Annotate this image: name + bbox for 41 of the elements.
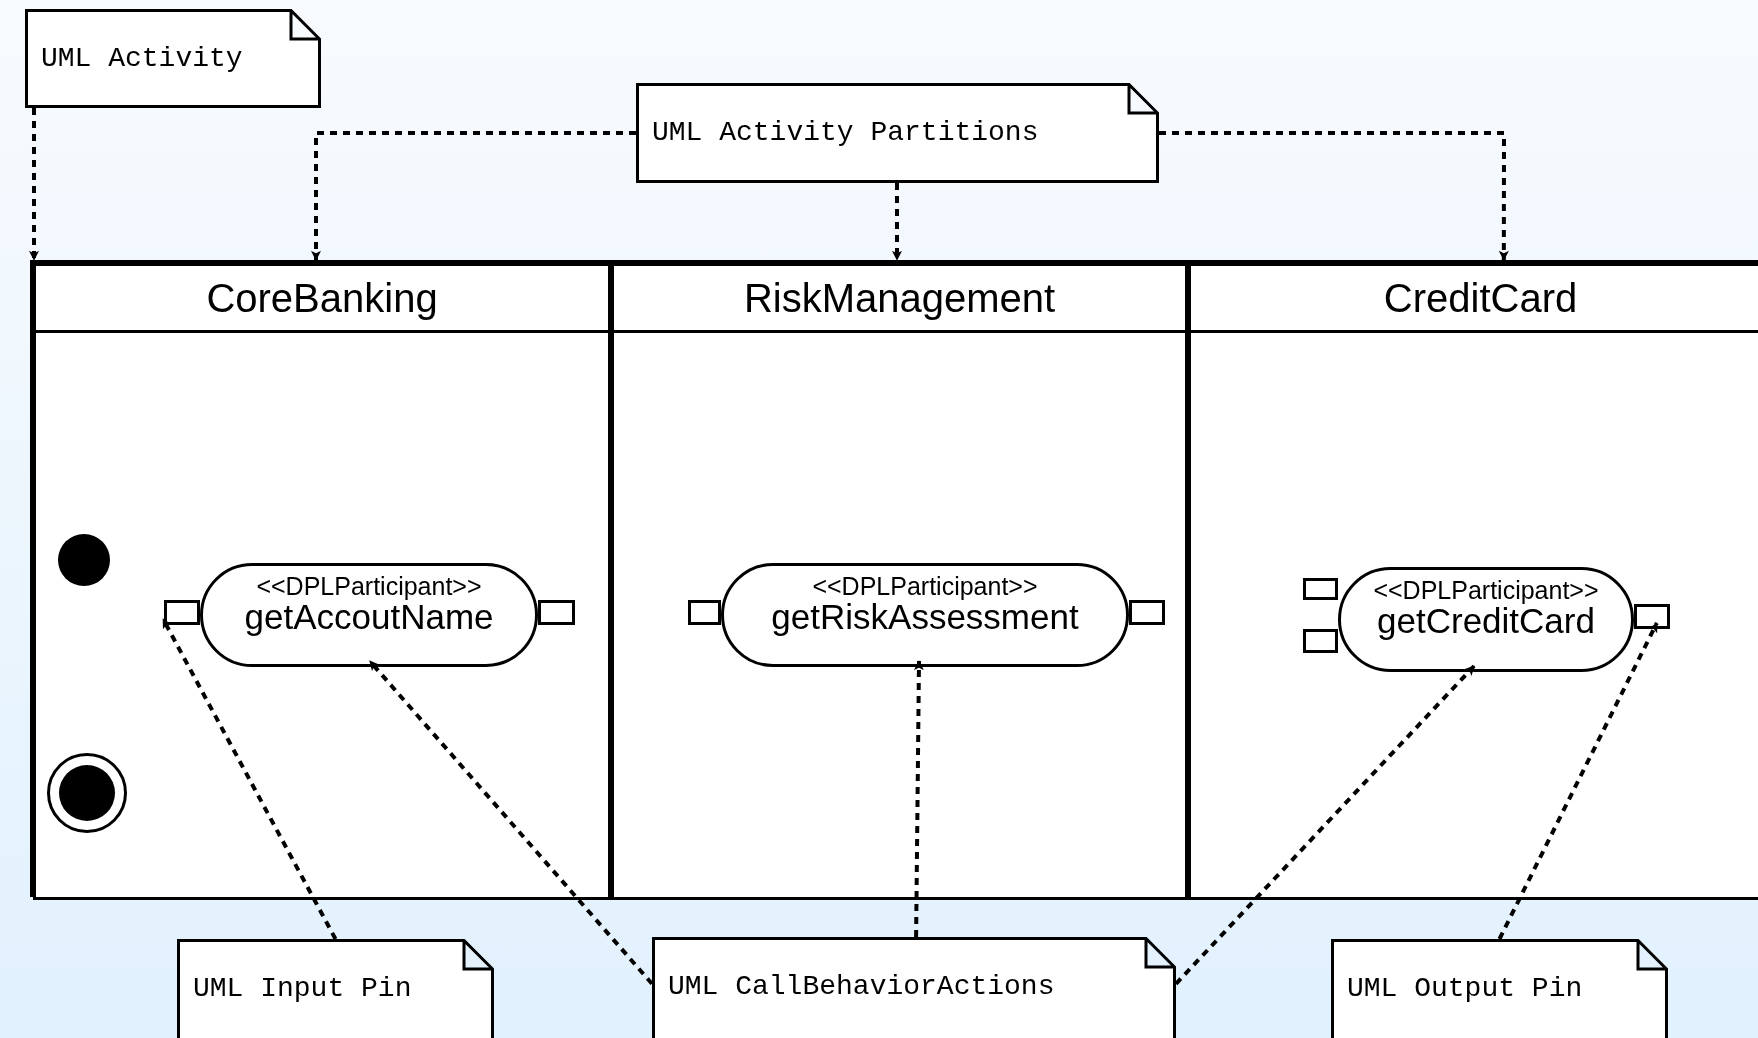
dashed-arrow [1497,622,1659,940]
dashed-arrow [161,618,338,940]
pin-square [1129,600,1165,625]
pin-square [1303,578,1338,600]
swimlane-title: CreditCard [1383,275,1578,322]
activity-frame [30,260,1758,897]
pin-square [164,600,200,625]
pin-square [1303,629,1338,653]
stereotype-text: <<DPLParticipant>> [812,574,1038,599]
action-name: getRiskAssessment [771,599,1079,634]
dashed-arrow [29,108,39,261]
action-name: getCreditCard [1377,603,1595,638]
swimlane [33,263,611,900]
note-text: UML CallBehaviorActions [668,970,1055,1004]
note [177,939,494,1038]
swimlane-title: RiskManagement [743,275,1056,322]
note [636,83,1159,183]
action-name: getAccoutName [244,599,494,634]
note [25,9,321,108]
initial-node [58,534,110,586]
stereotype-text: <<DPLParticipant>> [1373,578,1599,603]
note [652,937,1176,1038]
note-text: UML Activity [41,42,243,76]
dashed-arrow [1174,664,1476,986]
pin-square [1634,604,1670,629]
note [1331,939,1668,1038]
note-text: UML Output Pin [1347,972,1583,1006]
dashed-arrow [311,131,636,261]
dashed-arrow [368,659,654,986]
dashed-arrow [1159,131,1509,261]
pin-square [538,600,575,625]
swimlane [611,263,1188,900]
swimlane-title: CoreBanking [206,275,438,322]
pin-square [688,600,721,625]
stereotype-text: <<DPLParticipant>> [256,574,482,599]
dashed-arrow [913,660,924,938]
note-text: UML Input Pin [193,972,412,1006]
swimlane [1188,263,1758,900]
dashed-arrow [892,183,902,261]
note-text: UML Activity Partitions [652,116,1039,150]
action-node [1338,567,1634,672]
